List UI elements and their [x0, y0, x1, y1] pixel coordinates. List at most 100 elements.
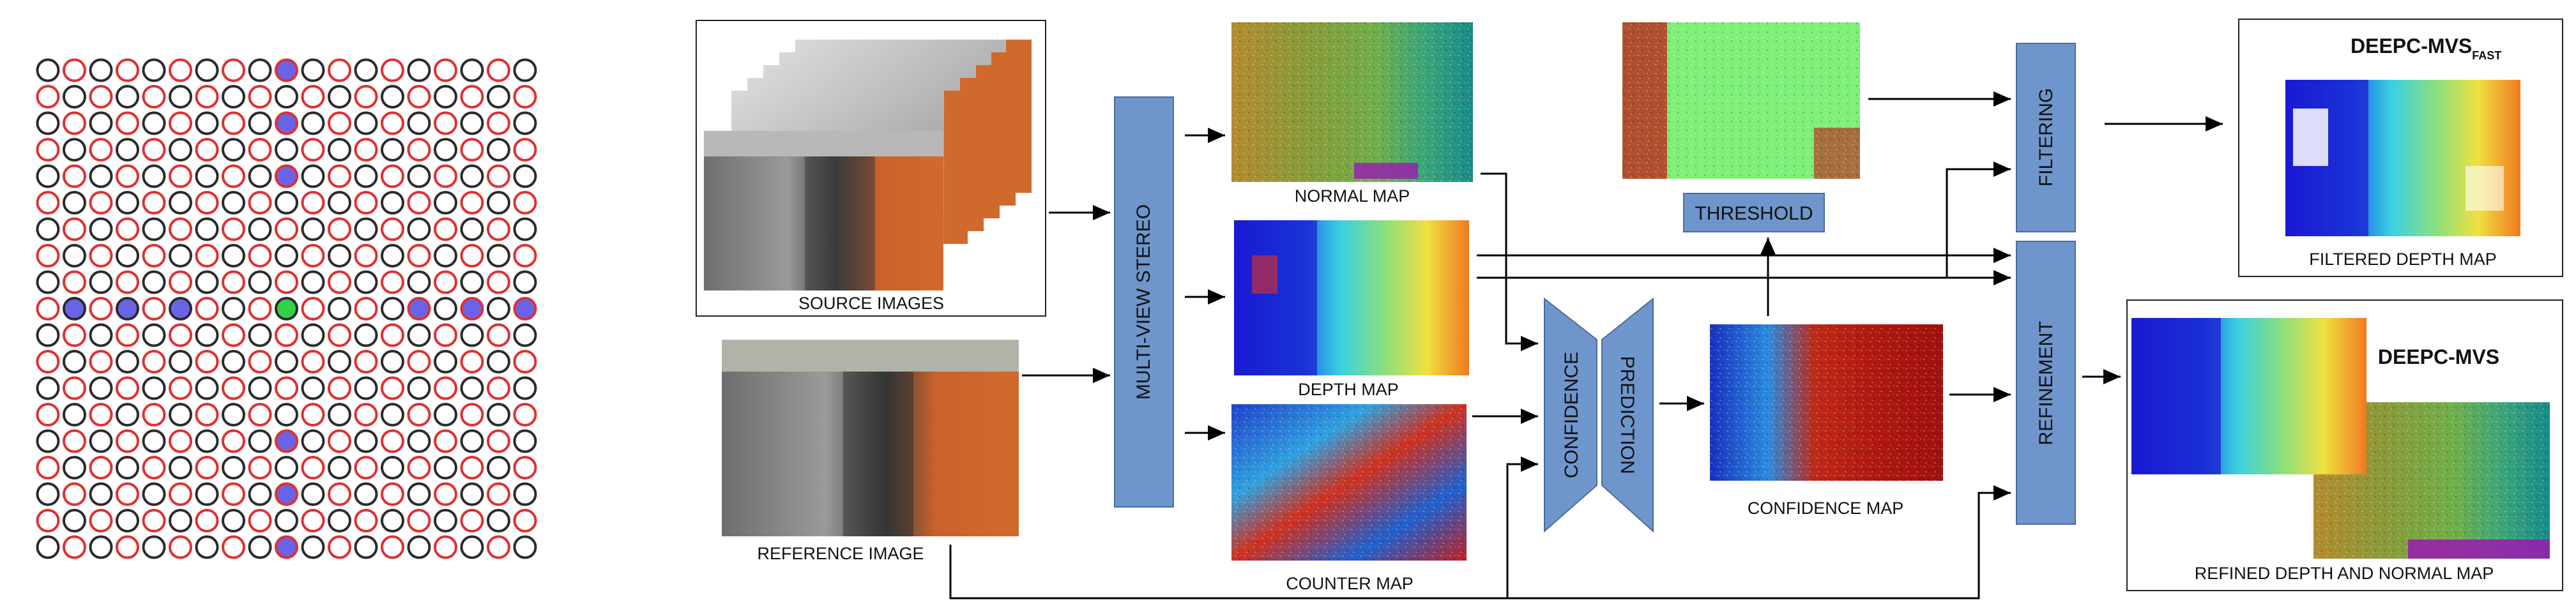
- grid-sample-circle: [407, 429, 431, 453]
- svg-text:DEEPC-MVSFAST: DEEPC-MVSFAST: [2351, 34, 2501, 62]
- grid-sample-circle: [354, 456, 378, 479]
- source-images-label: SOURCE IMAGES: [798, 294, 944, 313]
- grid-sample-circle: [407, 270, 431, 294]
- grid-sample-circle: [328, 376, 351, 400]
- grid-sample-circle: [36, 270, 60, 294]
- refined-depth-map-image: [2131, 318, 2366, 474]
- grid-sample-circle: [169, 111, 192, 135]
- grid-sample-circle: [328, 535, 351, 559]
- grid-sample-circle: [381, 138, 404, 162]
- deepc-mvs-fast-title: DEEPC-MVS: [2351, 34, 2472, 57]
- grid-sample-circle: [169, 85, 192, 109]
- grid-sample-circle: [354, 323, 378, 347]
- grid-sample-circle: [275, 509, 298, 532]
- grid-sample-circle: [248, 164, 272, 188]
- grid-sample-circle: [407, 456, 431, 479]
- grid-sample-circle: [63, 509, 86, 532]
- grid-sample-circle: [222, 191, 245, 215]
- grid-sample-circle: [142, 403, 166, 426]
- grid-sample-circle: [460, 350, 484, 373]
- grid-sample-circle: [89, 350, 113, 373]
- grid-sample-circle: [487, 297, 510, 321]
- grid-sample-circle: [36, 191, 60, 215]
- refined-depth-normal-label: REFINED DEPTH AND NORMAL MAP: [2195, 564, 2494, 583]
- grid-sample-circle: [301, 270, 325, 294]
- grid-sample-circle: [434, 85, 457, 109]
- grid-sample-circle: [487, 191, 510, 215]
- grid-sample-circle: [116, 535, 139, 559]
- grid-sample-circle: [407, 164, 431, 188]
- grid-sample-circle: [248, 85, 272, 109]
- grid-sample-circle: [222, 270, 245, 294]
- grid-sample-circle: [248, 270, 272, 294]
- grid-sample-circle: [222, 350, 245, 373]
- grid-sample-circle: [36, 111, 60, 135]
- grid-sample-circle: [63, 164, 86, 188]
- grid-sample-circle: [301, 58, 325, 82]
- grid-sample-circle: [142, 85, 166, 109]
- grid-sample-circle: [434, 429, 457, 453]
- grid-sample-circle: [328, 297, 351, 321]
- grid-sample-circle: [381, 535, 404, 559]
- grid-sample-circle: [328, 138, 351, 162]
- grid-sample-circle: [354, 403, 378, 426]
- grid-sample-circle: [434, 164, 457, 188]
- grid-sample-circle: [407, 509, 431, 532]
- grid-sample-circle: [301, 138, 325, 162]
- grid-sample-circle: [381, 111, 404, 135]
- grid-sample-circle: [354, 482, 378, 506]
- grid-sample-circle: [513, 217, 537, 241]
- grid-sample-circle: [487, 138, 510, 162]
- grid-sample-circle: [248, 482, 272, 506]
- refinement-label: REFINEMENT: [2036, 321, 2057, 446]
- grid-sample-circle: [222, 456, 245, 479]
- grid-sample-circle: [301, 217, 325, 241]
- grid-sample-circle: [328, 111, 351, 135]
- grid-sample-circle: [460, 456, 484, 479]
- normal-map-label: NORMAL MAP: [1295, 186, 1410, 206]
- confidence-label: CONFIDENCE: [1561, 352, 1582, 478]
- grid-sample-circle: [142, 429, 166, 453]
- grid-sample-circle: [195, 138, 219, 162]
- grid-sample-circle: [222, 403, 245, 426]
- grid-sample-circle: [142, 191, 166, 215]
- grid-sample-circle: [513, 111, 537, 135]
- grid-sample-circle: [513, 376, 537, 400]
- grid-sample-circle: [407, 58, 431, 82]
- grid-sample-circle: [142, 535, 166, 559]
- grid-sample-circle: [116, 323, 139, 347]
- grid-sample-circle: [301, 164, 325, 188]
- grid-sample-circle: [354, 191, 378, 215]
- grid-sample-circle: [116, 456, 139, 479]
- grid-sample-circle: [407, 297, 431, 321]
- grid-sample-circle: [487, 164, 510, 188]
- grid-sample-circle: [89, 58, 113, 82]
- grid-sample-circle: [222, 297, 245, 321]
- grid-sample-circle: [275, 456, 298, 479]
- grid-sample-circle: [222, 138, 245, 162]
- grid-sample-circle: [222, 164, 245, 188]
- grid-sample-circle: [328, 270, 351, 294]
- grid-sample-circle: [487, 429, 510, 453]
- grid-sample-circle: [275, 535, 298, 559]
- grid-sample-circle: [248, 58, 272, 82]
- grid-sample-circle: [381, 85, 404, 109]
- grid-sample-circle: [195, 350, 219, 373]
- confidence-encoder: [1544, 297, 1597, 533]
- grid-sample-circle: [434, 323, 457, 347]
- confidence-map-label: CONFIDENCE MAP: [1748, 499, 1904, 518]
- grid-sample-circle: [63, 403, 86, 426]
- grid-sample-circle: [275, 297, 298, 321]
- grid-sample-circle: [63, 111, 86, 135]
- grid-sample-circle: [487, 509, 510, 532]
- grid-sample-circle: [275, 482, 298, 506]
- grid-sample-circle: [116, 85, 139, 109]
- grid-sample-circle: [407, 350, 431, 373]
- grid-sample-circle: [63, 456, 86, 479]
- grid-sample-circle: [513, 456, 537, 479]
- grid-sample-circle: [89, 535, 113, 559]
- grid-sample-circle: [222, 509, 245, 532]
- grid-sample-circle: [248, 456, 272, 479]
- grid-sample-circle: [381, 270, 404, 294]
- grid-sample-circle: [116, 138, 139, 162]
